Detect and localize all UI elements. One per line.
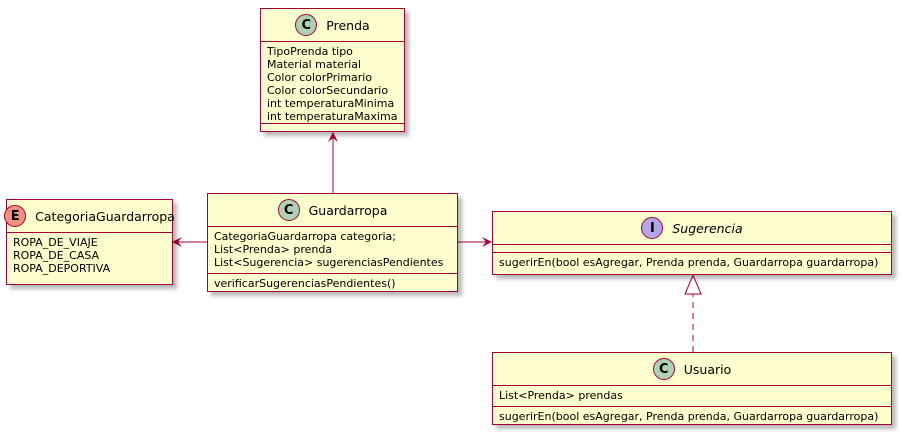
class-header: C Usuario bbox=[493, 353, 891, 386]
class-header: I Sugerencia bbox=[493, 212, 891, 245]
class-stereotype-icon: C bbox=[277, 199, 300, 221]
field-section: CategoriaGuardarropa categoria; List<Pre… bbox=[208, 227, 457, 274]
field-section: ROPA_DE_VIAJE ROPA_DE_CASA ROPA_DEPORTIV… bbox=[7, 233, 172, 279]
field-section: List<Prenda> prendas bbox=[493, 386, 891, 407]
class-usuario[interactable]: C Usuario List<Prenda> prendas sugerirEn… bbox=[492, 352, 892, 425]
field: List<Prenda> prenda bbox=[214, 243, 333, 256]
class-stereotype-icon: C bbox=[652, 358, 675, 380]
enum-value: ROPA_DE_VIAJE bbox=[13, 236, 98, 249]
field: CategoriaGuardarropa categoria; bbox=[214, 230, 396, 243]
method: sugerirEn(bool esAgregar, Prenda prenda,… bbox=[499, 256, 879, 269]
method-section: sugerirEn(bool esAgregar, Prenda prenda,… bbox=[493, 253, 891, 273]
class-name: Prenda bbox=[326, 17, 370, 33]
field-section bbox=[493, 245, 891, 253]
method: sugerirEn(bool esAgregar, Prenda prenda,… bbox=[499, 410, 879, 423]
class-header: C Guardarropa bbox=[208, 194, 457, 227]
method: verificarSugerenciasPendientes() bbox=[214, 277, 396, 290]
class-name: Sugerencia bbox=[672, 220, 743, 236]
field: Material material bbox=[267, 58, 362, 71]
method-section: sugerirEn(bool esAgregar, Prenda prenda,… bbox=[493, 407, 891, 427]
class-prenda[interactable]: C Prenda TipoPrenda tipo Material materi… bbox=[260, 8, 405, 132]
field: Color colorSecundario bbox=[267, 84, 389, 97]
class-header: E CategoriaGuardarropa bbox=[4, 200, 175, 233]
enum-categoria-guardarropa[interactable]: E CategoriaGuardarropa ROPA_DE_VIAJE ROP… bbox=[4, 199, 175, 285]
class-name: Guardarropa bbox=[308, 202, 388, 218]
class-header: C Prenda bbox=[261, 9, 404, 42]
field: List<Prenda> prendas bbox=[499, 389, 623, 402]
association-guardarropa-sugerencia bbox=[458, 237, 492, 247]
association-guardarropa-categoria bbox=[172, 237, 207, 247]
field: int temperaturaMaxima bbox=[267, 110, 398, 123]
field: TipoPrenda tipo bbox=[267, 45, 353, 58]
class-name: Usuario bbox=[683, 361, 732, 377]
class-guardarropa[interactable]: C Guardarropa CategoriaGuardarropa categ… bbox=[207, 193, 458, 292]
method-section: verificarSugerenciasPendientes() bbox=[208, 274, 457, 294]
enum-value: ROPA_DE_CASA bbox=[13, 249, 100, 262]
interface-sugerencia[interactable]: I Sugerencia sugerirEn(bool esAgregar, P… bbox=[492, 211, 892, 275]
interface-stereotype-icon: I bbox=[641, 217, 664, 239]
class-stereotype-icon: C bbox=[295, 14, 318, 36]
field: Color colorPrimario bbox=[267, 71, 373, 84]
field: int temperaturaMinima bbox=[267, 97, 395, 110]
enum-value: ROPA_DEPORTIVA bbox=[13, 262, 111, 275]
method-section bbox=[261, 124, 404, 131]
field-section: TipoPrenda tipo Material material Color … bbox=[261, 42, 404, 124]
class-name: CategoriaGuardarropa bbox=[35, 208, 175, 224]
enum-stereotype-icon: E bbox=[4, 205, 27, 227]
association-guardarropa-prenda bbox=[328, 132, 338, 193]
realization-usuario-sugerencia bbox=[684, 273, 702, 352]
field: List<Sugerencia> sugerenciasPendientes bbox=[214, 256, 444, 269]
